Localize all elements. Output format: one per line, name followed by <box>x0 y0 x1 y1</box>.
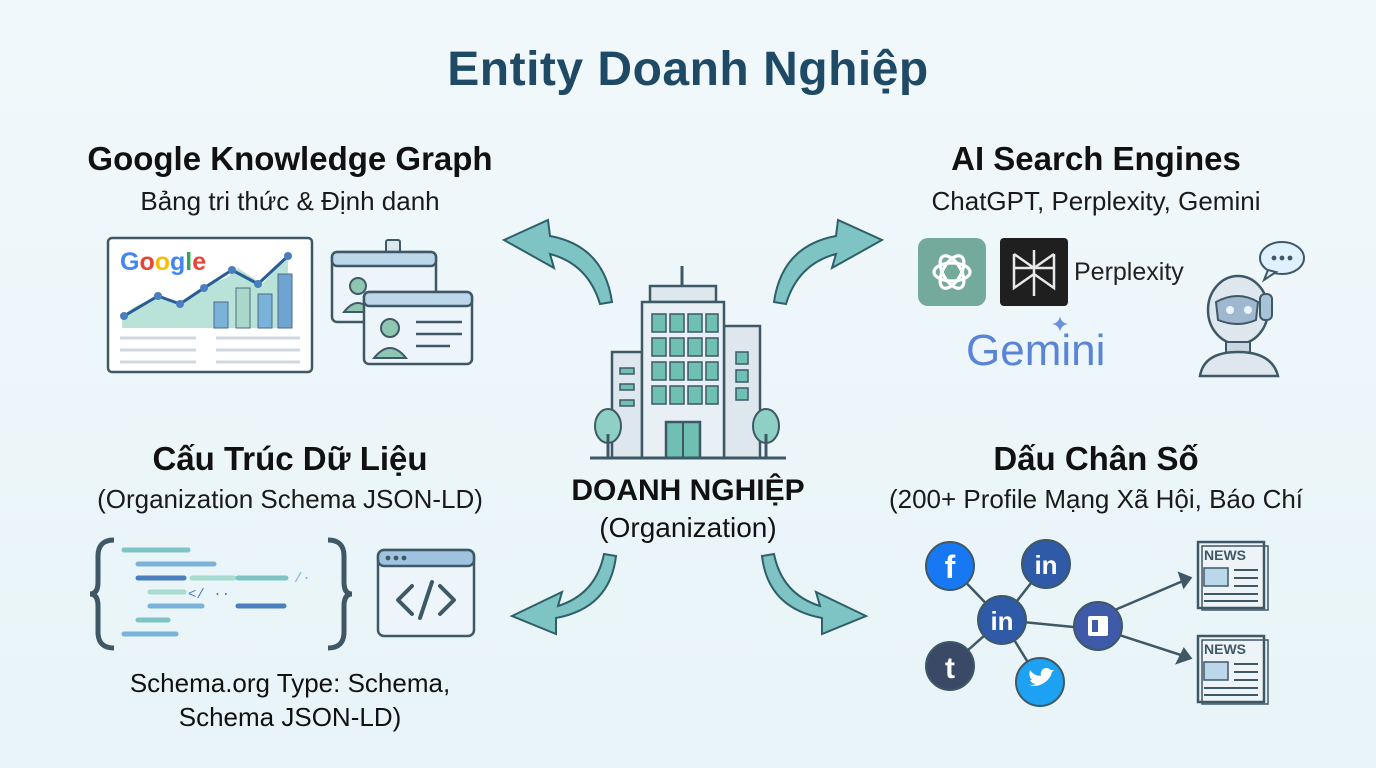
digital-footprint-title: Dấu Chân Số <box>993 440 1199 477</box>
arrow-bottom-left <box>509 552 618 636</box>
chatgpt-logo-icon <box>918 238 986 306</box>
gemini-label: Gemini <box>966 326 1106 375</box>
svg-text:</ ··: </ ·· <box>188 587 230 603</box>
arrow-bottom-right <box>760 552 869 636</box>
structured-data-subtitle: (Organization Schema JSON-LD) <box>97 484 483 514</box>
center-subtitle: (Organization) <box>599 512 777 543</box>
code-braces-icon: </ ·· /· <box>89 537 353 651</box>
news-icon-bottom: NEWS <box>1196 634 1269 705</box>
robot-chat-icon <box>1198 241 1305 378</box>
news-icon-top: NEWS <box>1196 540 1269 611</box>
structured-data-title: Cấu Trúc Dữ Liệu <box>152 440 428 477</box>
structured-data-footer-2: Schema JSON-LD) <box>178 702 402 732</box>
page-title: Entity Doanh Nghiệp <box>447 43 929 96</box>
svg-text:in: in <box>1034 550 1057 580</box>
ai-search-title: AI Search Engines <box>951 140 1241 177</box>
perplexity-label: Perplexity <box>1074 258 1184 286</box>
news-label-top: NEWS <box>1204 547 1246 563</box>
google-dashboard-icon: Google <box>106 236 314 374</box>
digital-footprint-subtitle: (200+ Profile Mạng Xã Hội, Báo Chí <box>888 484 1304 514</box>
id-card-icon <box>330 239 474 366</box>
structured-data-footer-1: Schema.org Type: Schema, <box>129 668 451 698</box>
perplexity-logo-icon <box>1000 238 1068 306</box>
svg-text:in: in <box>990 606 1013 636</box>
gemini-sparkle-icon <box>1052 316 1068 332</box>
google-logo-text: Google <box>120 248 206 276</box>
news-label-bottom: NEWS <box>1204 641 1246 657</box>
building-icon <box>590 266 786 460</box>
social-network-icon: f in in t <box>925 539 1193 707</box>
knowledge-graph-subtitle: Bảng tri thức & Định danh <box>140 186 440 216</box>
knowledge-graph-title: Google Knowledge Graph <box>87 140 493 177</box>
code-window-icon <box>376 548 476 638</box>
ai-search-subtitle: ChatGPT, Perplexity, Gemini <box>931 186 1261 216</box>
svg-text:/·: /· <box>294 571 311 587</box>
svg-text:f: f <box>945 549 956 585</box>
svg-text:t: t <box>945 652 955 685</box>
center-title: DOANH NGHIỆP <box>571 474 805 507</box>
arrow-top-left <box>501 218 614 306</box>
arrow-top-right <box>772 218 885 306</box>
